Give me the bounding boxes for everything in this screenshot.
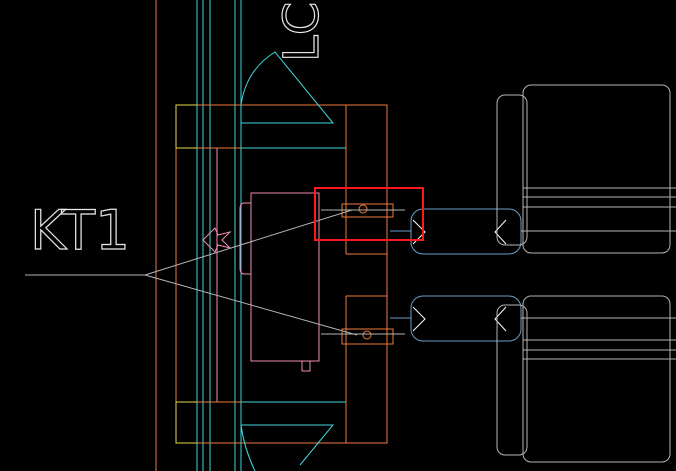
- terminal-block-lower: [496, 295, 676, 463]
- label-lc: LC: [274, 2, 330, 62]
- terminal-block-upper: [496, 84, 676, 254]
- arc-chute-lower: [240, 401, 346, 471]
- aux-contact-lower: [321, 328, 405, 345]
- arc-chute-upper: [240, 51, 346, 149]
- label-kt1: KT1: [30, 199, 130, 262]
- terminal-pads: [175, 104, 197, 444]
- aux-contact-upper: [321, 203, 405, 218]
- vertical-rails: [155, 0, 242, 471]
- coil-body: [202, 192, 320, 372]
- selection-highlight-box[interactable]: [314, 187, 424, 241]
- leader-lines: [25, 209, 358, 336]
